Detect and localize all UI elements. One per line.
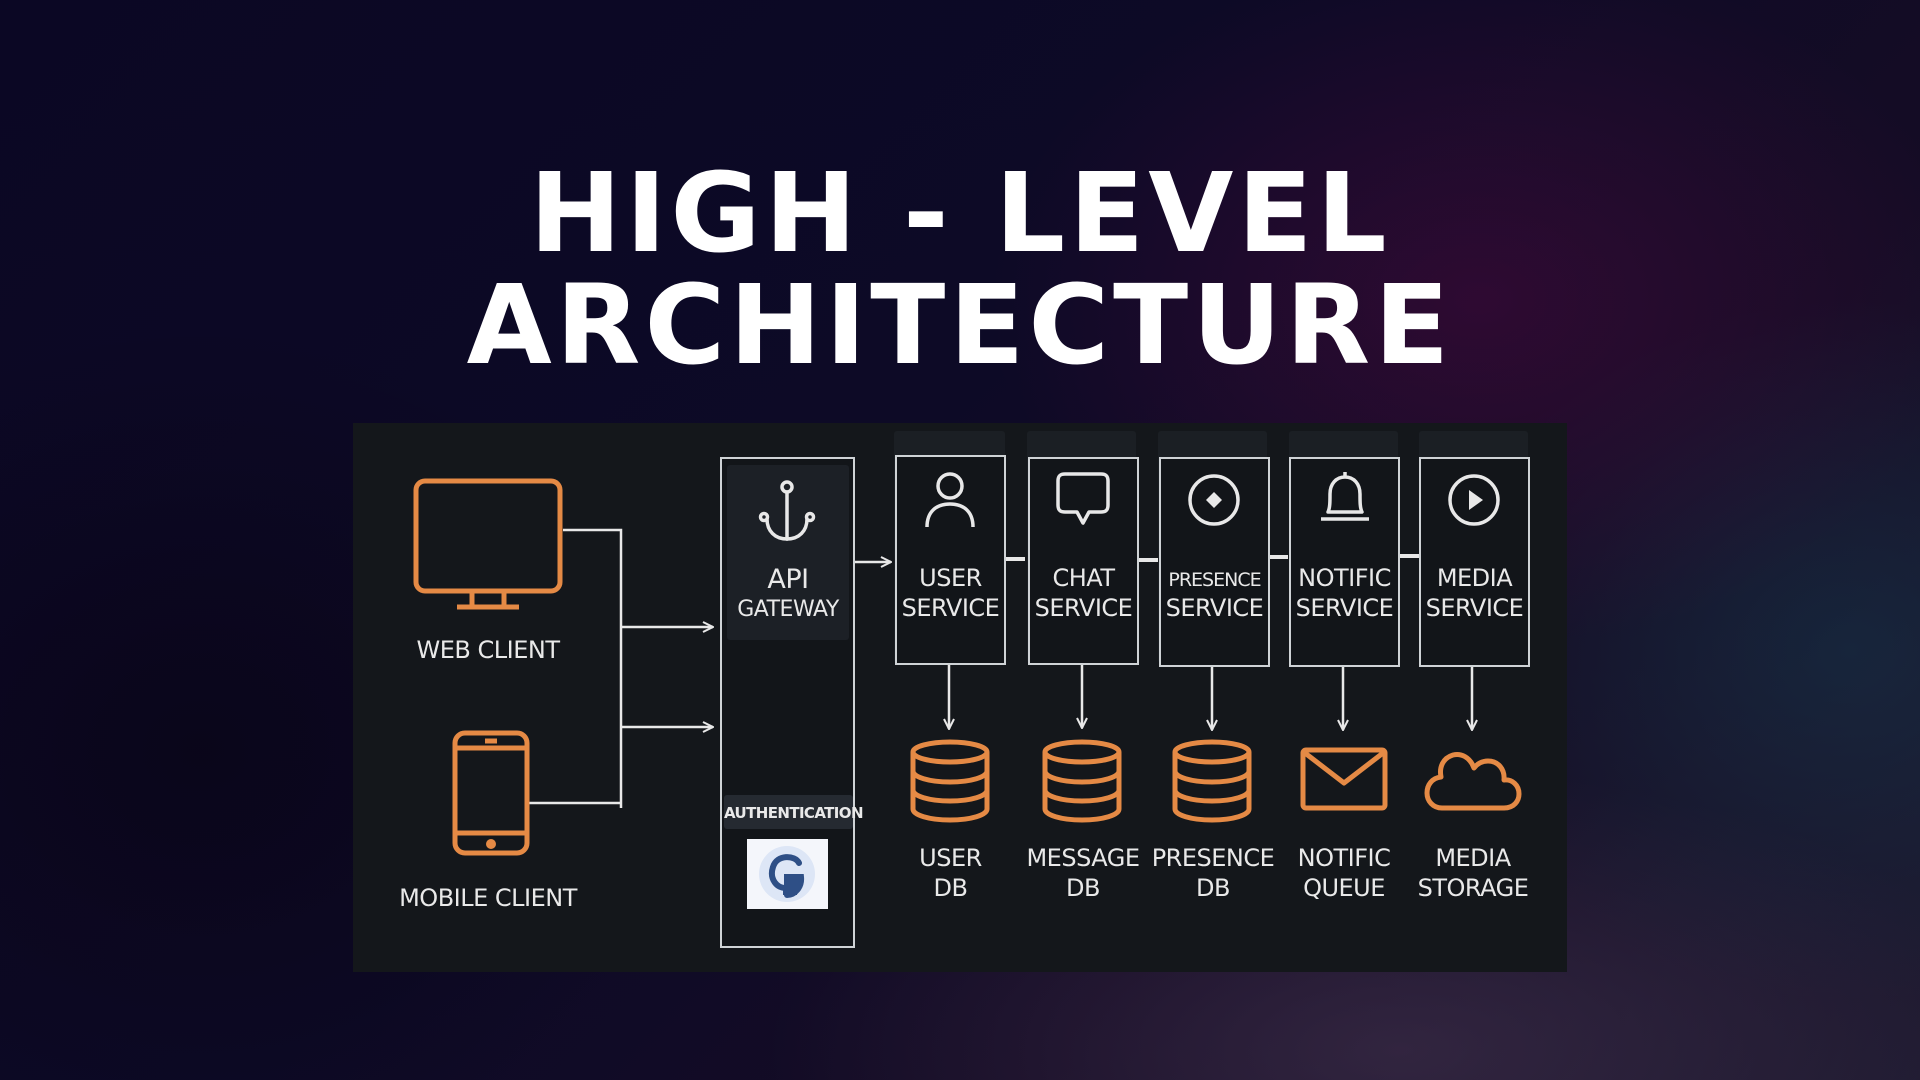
notific-queue-label-2: QUEUE	[1303, 874, 1385, 902]
media-storage-label-2: STORAGE	[1417, 874, 1529, 902]
message-db-label-1: MESSAGE	[1026, 844, 1140, 872]
presence-service-label-2: SERVICE	[1165, 594, 1264, 622]
presence-db-icon	[1172, 739, 1252, 823]
notific-queue-label-1: NOTIFIC	[1297, 844, 1391, 872]
anchor-icon	[758, 480, 816, 541]
architecture-diagram: WEB CLIENT MOBILE CLIENT API GATEWAY AUT…	[353, 423, 1567, 972]
web-client-connector	[563, 528, 623, 808]
connector-lines	[527, 528, 1567, 808]
page-title-line-1: HIGH - LEVEL	[529, 149, 1391, 277]
chat-service-label-1: CHAT	[1052, 564, 1115, 592]
media-service-label-1: MEDIA	[1436, 564, 1513, 592]
authentication-label: AUTHENTICATION	[724, 804, 864, 822]
mobile-client-label: MOBILE CLIENT	[399, 884, 577, 912]
presence-service-label-1: PRESENCE	[1168, 569, 1261, 591]
envelope-icon	[1300, 747, 1388, 811]
user-service-label-1: USER	[919, 564, 982, 592]
user-db-label-2: DB	[933, 874, 968, 902]
presence-circle-icon	[1188, 474, 1240, 526]
user-db-icon	[910, 739, 990, 823]
api-gateway-label-1: API	[767, 564, 809, 595]
message-db-label-2: DB	[1066, 874, 1100, 902]
web-client-label: WEB CLIENT	[416, 636, 560, 664]
chat-service-box	[1028, 457, 1139, 665]
media-service-box	[1419, 457, 1530, 667]
monitor-icon	[413, 478, 563, 610]
user-icon	[925, 472, 975, 528]
media-storage-label-1: MEDIA	[1435, 844, 1511, 872]
message-db-icon	[1042, 739, 1122, 823]
authentication-header	[724, 795, 853, 829]
cloud-icon	[1424, 752, 1522, 811]
chat-service-label-2: SERVICE	[1034, 594, 1133, 622]
auth-logo-icon	[747, 839, 828, 909]
presence-db-label-1: PRESENCE	[1151, 844, 1275, 872]
bell-icon	[1321, 472, 1369, 521]
chat-bubble-icon	[1056, 472, 1110, 525]
media-service-label-2: SERVICE	[1425, 594, 1524, 622]
page-title-line-2: ARCHITECTURE	[466, 261, 1454, 389]
smartphone-icon	[452, 730, 530, 856]
api-gateway-label-2: GATEWAY	[737, 597, 839, 622]
user-service-label-2: SERVICE	[901, 594, 1000, 622]
play-circle-icon	[1448, 474, 1500, 526]
presence-service-box	[1159, 457, 1270, 667]
notific-service-label-2: SERVICE	[1295, 594, 1394, 622]
presence-db-label-2: DB	[1196, 874, 1230, 902]
notific-service-box	[1289, 457, 1400, 667]
notific-service-label-1: NOTIFIC	[1298, 564, 1391, 592]
user-service-box	[895, 455, 1006, 665]
user-db-label-1: USER	[919, 844, 982, 872]
